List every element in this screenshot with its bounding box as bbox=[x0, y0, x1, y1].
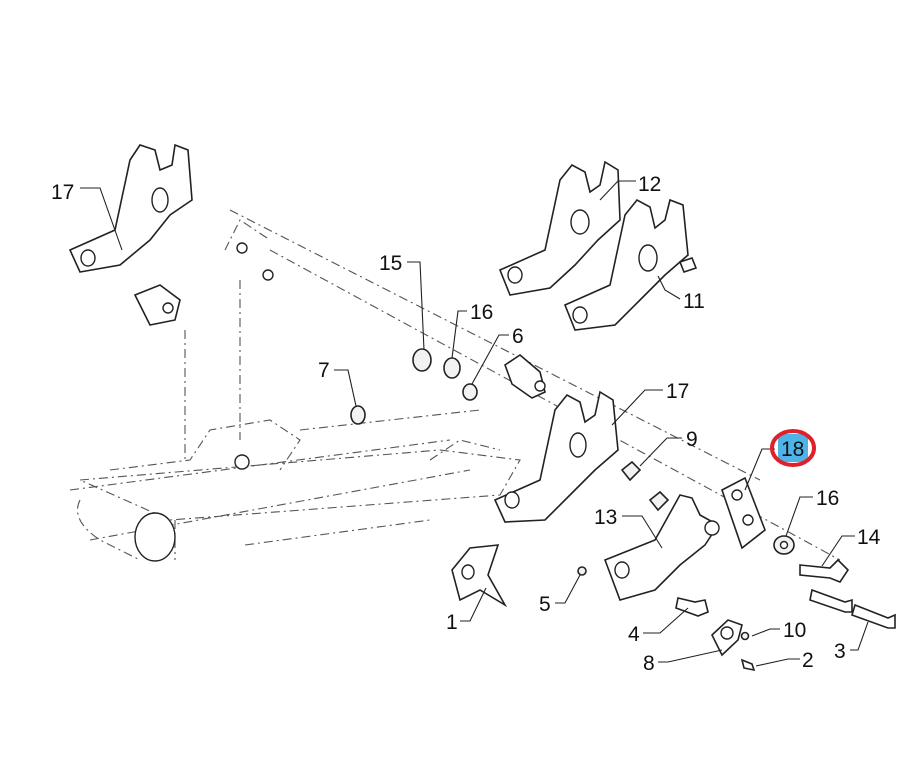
bolts bbox=[675, 558, 896, 672]
callout-1[interactable]: 1 bbox=[446, 611, 458, 634]
part-4-bolt bbox=[675, 597, 709, 617]
callout-17-left[interactable]: 17 bbox=[51, 181, 74, 204]
callout-15[interactable]: 15 bbox=[379, 252, 402, 275]
callout-10[interactable]: 10 bbox=[783, 619, 806, 642]
pivot-assembly bbox=[133, 242, 546, 470]
callout-5[interactable]: 5 bbox=[539, 593, 551, 616]
part-14-bolt bbox=[799, 558, 850, 583]
frame-tube bbox=[69, 439, 471, 562]
selected-callout-marker bbox=[770, 429, 816, 467]
callout-16-right[interactable]: 16 bbox=[816, 487, 839, 510]
callout-11[interactable]: 11 bbox=[683, 290, 705, 313]
callout-12[interactable]: 12 bbox=[638, 173, 661, 196]
part-7-nut bbox=[350, 405, 366, 425]
callout-3[interactable]: 3 bbox=[834, 640, 846, 663]
part-9b-bushing bbox=[648, 490, 670, 512]
part-12-plate bbox=[498, 160, 621, 296]
frame-tube-bore bbox=[134, 512, 176, 562]
part-6-nut bbox=[462, 383, 478, 401]
part-15-bushing bbox=[412, 348, 432, 372]
callout-17-middle[interactable]: 17 bbox=[666, 380, 689, 403]
callout-13[interactable]: 13 bbox=[594, 506, 617, 529]
callout-2[interactable]: 2 bbox=[802, 649, 814, 672]
callout-8[interactable]: 8 bbox=[643, 652, 655, 675]
frame-ghost-outline bbox=[76, 209, 841, 561]
callout-4[interactable]: 4 bbox=[628, 623, 640, 646]
callout-14[interactable]: 14 bbox=[857, 526, 881, 549]
part-10-nut bbox=[740, 631, 750, 641]
callout-leaders bbox=[80, 180, 869, 667]
part-17-left-plate bbox=[68, 143, 193, 273]
part-5-nut bbox=[577, 566, 587, 576]
callout-6[interactable]: 6 bbox=[512, 325, 524, 348]
part-18-plate bbox=[721, 476, 766, 550]
part-2-screw bbox=[740, 658, 756, 672]
part-11-plate bbox=[563, 198, 698, 331]
callout-9[interactable]: 9 bbox=[686, 428, 698, 451]
callout-18[interactable]: 18 bbox=[781, 438, 804, 461]
part-3-bolt bbox=[851, 603, 896, 629]
selected-callout-ring bbox=[770, 429, 816, 467]
part-9-bushing bbox=[620, 460, 642, 482]
callout-7[interactable]: 7 bbox=[318, 359, 330, 382]
part-8-plate bbox=[711, 619, 743, 657]
part-1-bracket bbox=[451, 544, 508, 608]
part-17-middle-plate bbox=[493, 390, 619, 523]
small-hardware bbox=[350, 348, 795, 641]
part-16-washer bbox=[443, 357, 461, 379]
callout-16-top[interactable]: 16 bbox=[470, 301, 493, 324]
callout-labels: 17 12 11 15 16 6 7 17 9 18 16 14 13 5 1 … bbox=[51, 173, 881, 675]
selected-callout-badge bbox=[778, 434, 808, 462]
bolt-middle bbox=[809, 588, 853, 613]
